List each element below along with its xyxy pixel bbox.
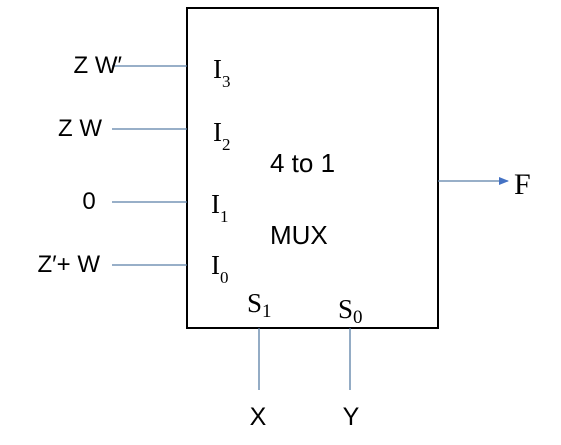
pin-s1: S1 (247, 288, 272, 322)
select-0-signal: Y (343, 403, 360, 431)
input-0-signal: Z′+ W (38, 251, 101, 278)
input-2-signal: Z W (58, 115, 102, 142)
mux-title-line1: 4 to 1 (270, 148, 335, 178)
select-1-signal: X (250, 403, 267, 431)
input-1-signal: 0 (82, 188, 95, 215)
mux-block (186, 7, 439, 329)
mux-title-line2: MUX (270, 220, 328, 250)
pin-i2: I2 (213, 117, 231, 154)
pin-s0: S0 (338, 294, 363, 328)
output-signal: F (514, 168, 531, 201)
pin-i0: I0 (211, 250, 229, 287)
input-3-signal: Z W′ (74, 52, 123, 79)
pin-i1: I1 (211, 189, 229, 226)
pin-i3: I3 (213, 54, 231, 91)
